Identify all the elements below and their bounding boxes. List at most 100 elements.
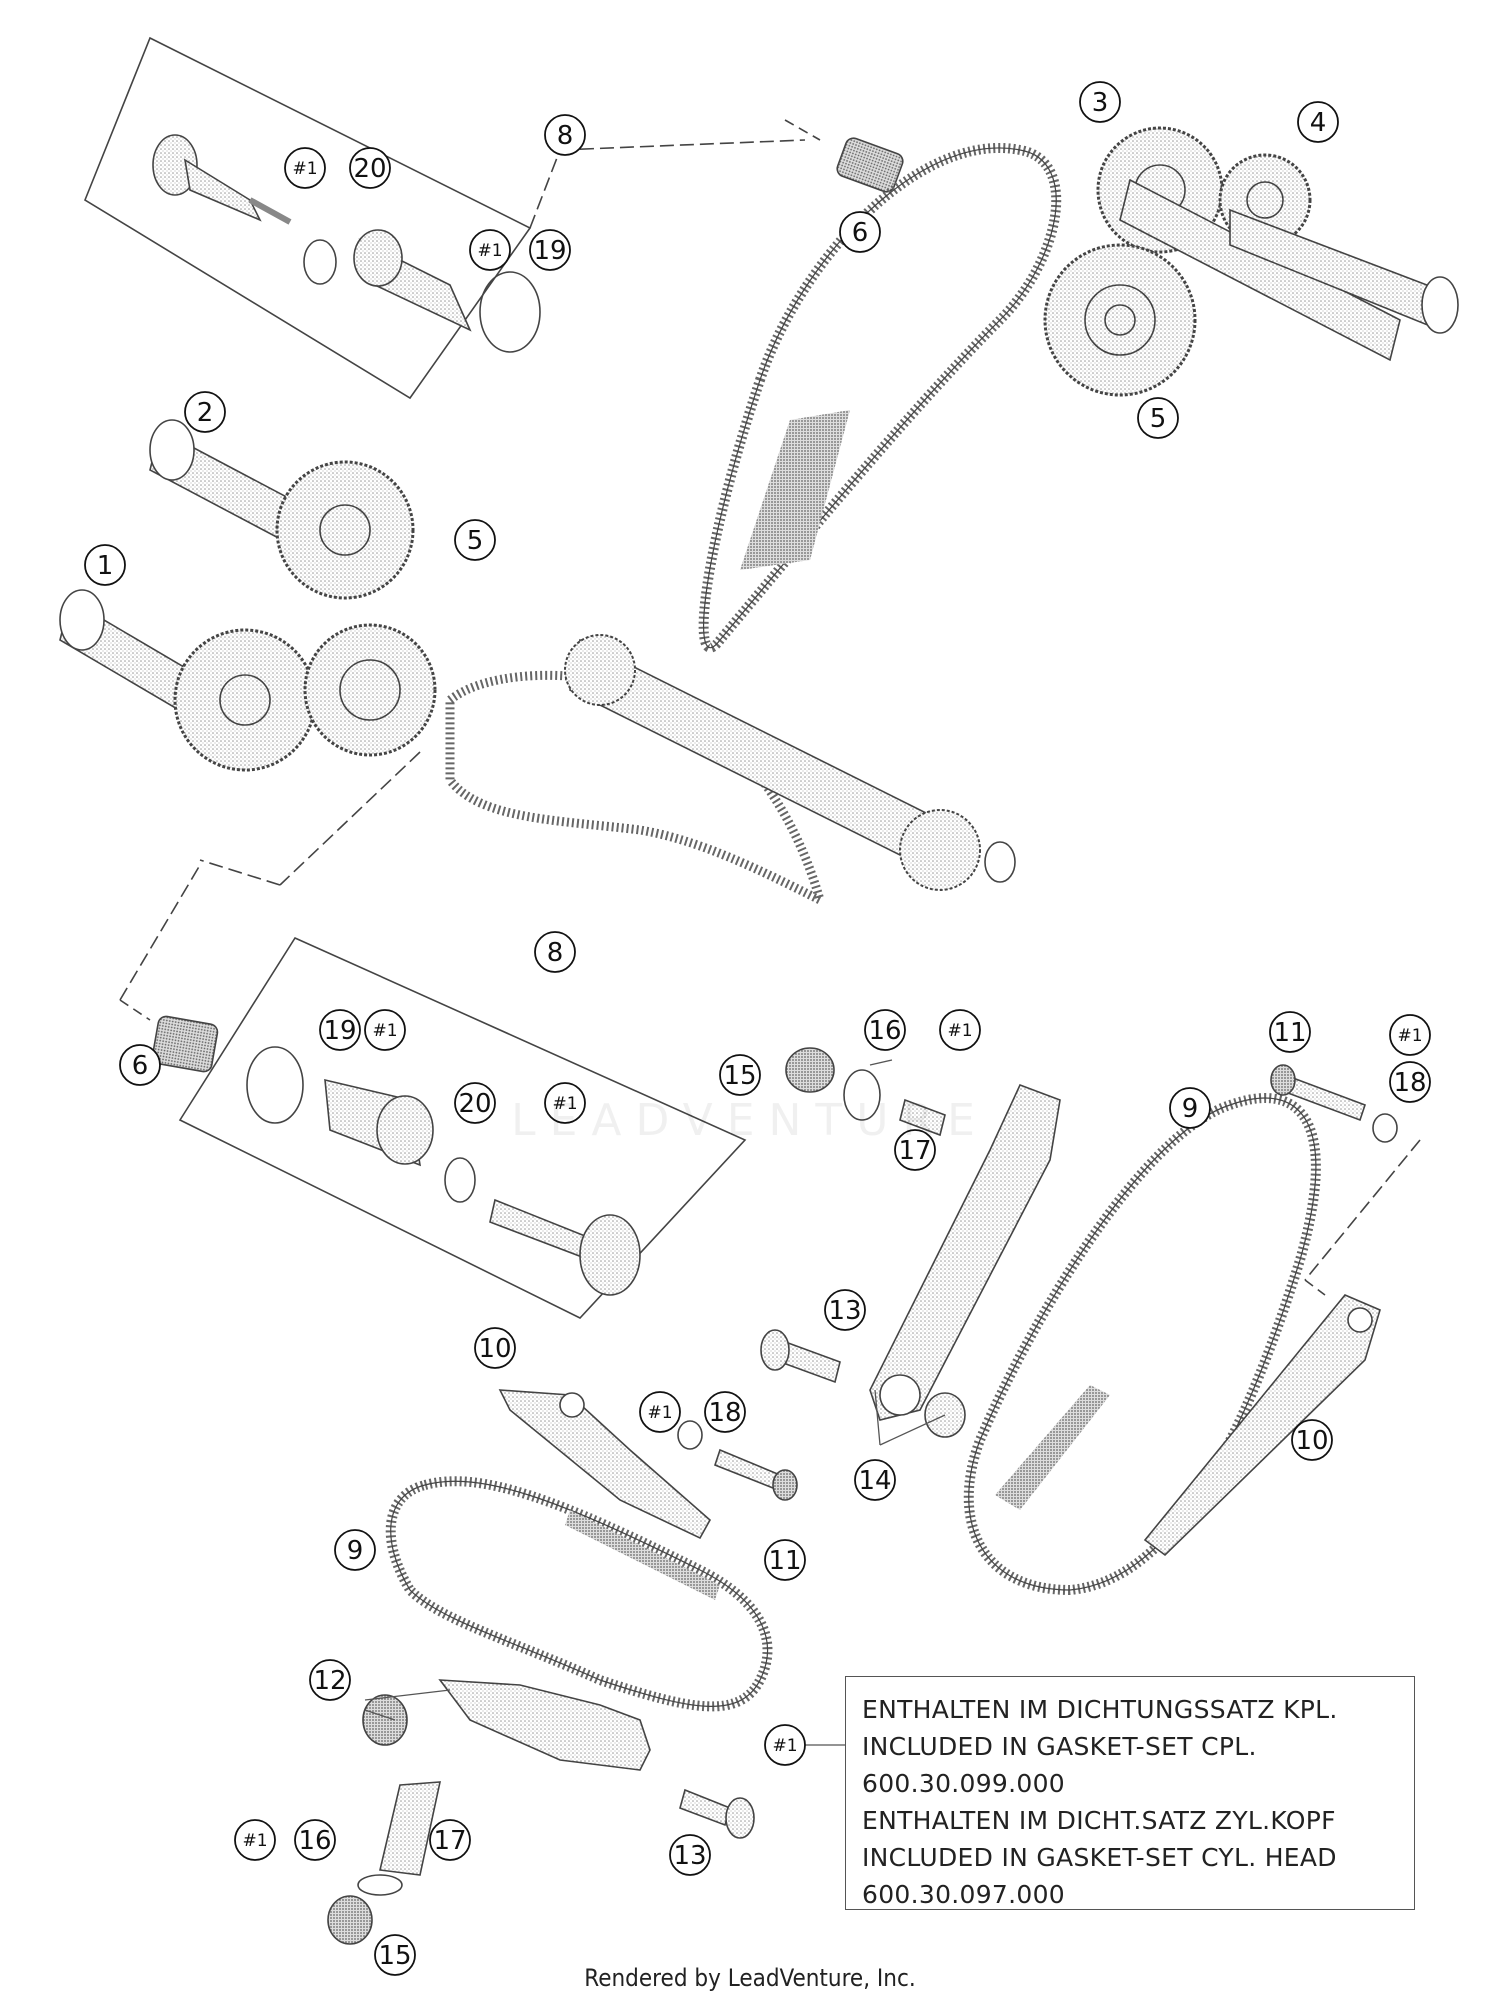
hash-marker-6: #1 [1389, 1014, 1431, 1056]
hash-marker-label: #1 [292, 159, 317, 179]
seal-ring-upper [843, 1069, 881, 1121]
callout-c10a: 10 [474, 1327, 516, 1369]
callout-label: 10 [478, 1334, 511, 1364]
hash-marker-label: #1 [647, 1403, 672, 1423]
camshaft-gear-4 [1218, 153, 1459, 334]
callout-c13a: 13 [824, 1289, 866, 1331]
callout-label: 6 [132, 1051, 149, 1081]
hash-marker-label: #1 [1397, 1026, 1422, 1046]
bolt-13-lower [679, 1788, 755, 1839]
callout-label: 11 [1273, 1018, 1306, 1048]
o-ring-top-small [303, 239, 337, 285]
hash-marker-7: #1 [639, 1391, 681, 1433]
bolt-11-lower [714, 1448, 798, 1501]
timing-chain-left [385, 1476, 773, 1712]
hash-marker-label: #1 [552, 1094, 577, 1114]
callout-label: 5 [467, 526, 484, 556]
callout-label: 2 [197, 398, 214, 428]
needle-bearing-bottom [151, 1015, 219, 1073]
callout-c11a: 11 [1269, 1011, 1311, 1053]
hash-marker-label: #1 [947, 1021, 972, 1041]
kit-panel-top [84, 36, 821, 400]
note-line-3: 600.30.099.000 [862, 1769, 1066, 1798]
callout-c10b: 10 [1291, 1419, 1333, 1461]
callout-c8a: 8 [544, 114, 586, 156]
bushing-12 [362, 1694, 408, 1746]
callout-c19b: 19 [319, 1009, 361, 1051]
callout-label: 12 [313, 1666, 346, 1696]
callout-c16a: 16 [864, 1009, 906, 1051]
callout-c13b: 13 [669, 1834, 711, 1876]
callout-c11b: 11 [764, 1539, 806, 1581]
note-line-5: INCLUDED IN GASKET-SET CYL. HEAD [862, 1843, 1337, 1872]
watermark-text: LEADVENTURE [511, 1095, 989, 1146]
callout-label: 18 [708, 1398, 741, 1428]
bush-top [353, 229, 472, 332]
callout-label: 9 [1182, 1094, 1199, 1124]
note-line-6: 600.30.097.000 [862, 1880, 1066, 1909]
hash-marker-label: #1 [242, 1831, 267, 1851]
seal-ring-lower [357, 1874, 403, 1896]
hash-marker-label: #1 [477, 241, 502, 261]
callout-label: 17 [898, 1136, 931, 1166]
callout-label: 11 [768, 1546, 801, 1576]
hash-marker-1: #1 [284, 147, 326, 189]
callout-label: 20 [458, 1089, 491, 1119]
callout-label: 5 [1150, 404, 1167, 434]
washer-18-lower [677, 1420, 703, 1450]
callout-label: 10 [1295, 1426, 1328, 1456]
hash-marker-3: #1 [364, 1009, 406, 1051]
gasket-set-note: ENTHALTEN IM DICHTUNGSSATZ KPL. INCLUDED… [845, 1676, 1415, 1910]
pin-bottom [489, 1198, 641, 1296]
screw-plug-lower [327, 1895, 373, 1945]
callout-c15a: 15 [719, 1054, 761, 1096]
crankshaft-drive [445, 634, 1016, 909]
tensioner-pin-upper [899, 1098, 946, 1137]
o-ring-bottom-large [246, 1046, 304, 1124]
callout-label: 13 [828, 1296, 861, 1326]
callout-c17a: 17 [894, 1129, 936, 1171]
callout-c18b: 18 [704, 1391, 746, 1433]
tensioner-rail-lower [438, 1679, 651, 1771]
callout-c14: 14 [854, 1459, 896, 1501]
callout-c3: 3 [1079, 81, 1121, 123]
callout-label: 15 [723, 1061, 756, 1091]
callout-c6b: 6 [119, 1044, 161, 1086]
o-ring-top-large [479, 271, 541, 353]
callout-c4: 4 [1297, 101, 1339, 143]
guide-rail-right [1143, 1294, 1381, 1557]
callout-c12: 12 [309, 1659, 351, 1701]
hash-marker-label: #1 [372, 1021, 397, 1041]
idler-gear-5-top [1043, 243, 1197, 397]
callout-c2: 2 [184, 391, 226, 433]
hash-marker-8: #1 [234, 1819, 276, 1861]
needle-bearing-top [836, 137, 904, 193]
callout-c20b: 20 [454, 1082, 496, 1124]
pin-top [152, 134, 292, 225]
hash-marker-5: #1 [939, 1009, 981, 1051]
callout-label: 8 [557, 121, 574, 151]
callout-label: 19 [323, 1016, 356, 1046]
camshaft-2 [149, 419, 415, 600]
callout-label: 4 [1310, 108, 1327, 138]
callout-label: 8 [547, 938, 564, 968]
callout-c6a: 6 [839, 211, 881, 253]
callout-c20a: 20 [349, 147, 391, 189]
bush-bottom [324, 1078, 434, 1167]
callout-c16b: 16 [294, 1819, 336, 1861]
callout-label: 1 [97, 551, 114, 581]
callout-c15b: 15 [374, 1934, 416, 1976]
callout-c1: 1 [84, 544, 126, 586]
callout-c18a: 18 [1389, 1061, 1431, 1103]
guide-rail-long [869, 1083, 1061, 1438]
callout-c17b: 17 [429, 1819, 471, 1861]
note-line-1: ENTHALTEN IM DICHTUNGSSATZ KPL. [862, 1695, 1338, 1724]
washer-18-upper [1372, 1113, 1398, 1143]
bolt-11-upper [1270, 1064, 1367, 1122]
callout-label: 16 [868, 1016, 901, 1046]
hash-marker-9: #1 [764, 1724, 806, 1766]
idler-gear-5-left [303, 623, 437, 757]
note-line-2: INCLUDED IN GASKET-SET CPL. [862, 1732, 1257, 1761]
callout-label: 9 [347, 1536, 364, 1566]
